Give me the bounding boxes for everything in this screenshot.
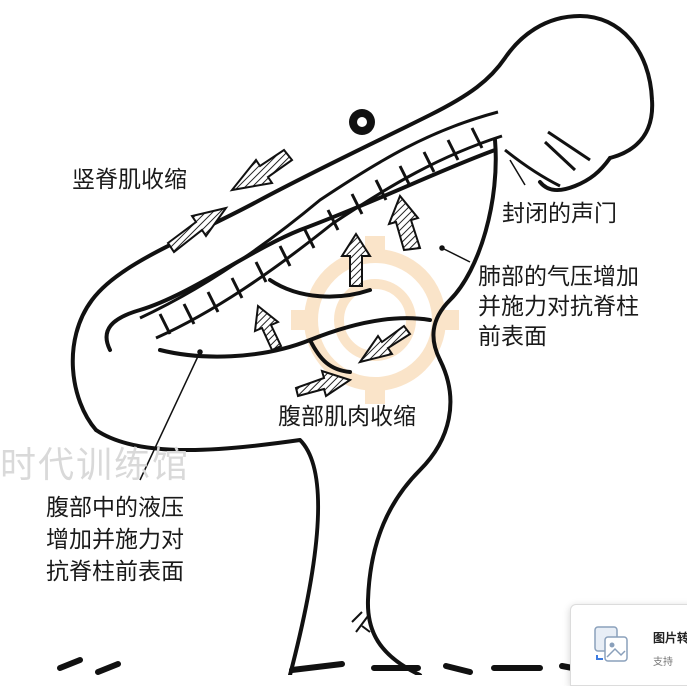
- popup-subtitle: 支持: [653, 657, 673, 668]
- leg-front-outline: [365, 358, 453, 675]
- leader-lung: [441, 247, 471, 263]
- popup-title: 图片转: [653, 631, 687, 645]
- label-abdominal-muscles: 腹部肌肉收缩: [278, 402, 416, 432]
- chest-outline: [431, 138, 498, 362]
- inner-cavity: [104, 148, 497, 352]
- leader-glottis: [509, 159, 526, 186]
- arrow-abdominal-bottom: [294, 369, 353, 398]
- knee-mark: [351, 611, 371, 633]
- arrow-lung-2: [340, 232, 372, 287]
- label-abdominal-pressure-line-3: 抗脊柱前表面: [46, 559, 184, 585]
- arrow-abdominal-front: [357, 324, 412, 364]
- face-outline: [538, 156, 612, 193]
- spine: [139, 110, 503, 340]
- back-outline: [70, 14, 655, 432]
- label-erector-spinae-line: 竖脊肌收缩: [72, 167, 187, 193]
- arrow-erector-upper: [229, 148, 294, 192]
- label-abdominal-pressure-line-1: 腹部中的液压: [46, 495, 184, 521]
- label-abdominal-pressure-line-2: 增加并施力对: [46, 527, 184, 553]
- arrow-lung-1: [387, 194, 422, 252]
- watermark-text: 时代训练馆: [0, 445, 191, 486]
- label-closed-glottis-line: 封闭的声门: [502, 201, 617, 227]
- label-lung-pressure-line-2: 并施力对抗脊柱: [478, 294, 639, 320]
- leg-back-outline: [94, 428, 321, 675]
- leader-abdomen: [139, 351, 201, 481]
- label-closed-glottis: 封闭的声门: [502, 199, 617, 229]
- image-convert-icon: [594, 626, 628, 662]
- body-outline: [70, 14, 655, 675]
- arrow-abdomen-up: [253, 304, 283, 352]
- arrow-erector-lower: [166, 206, 229, 254]
- label-erector-spinae: 竖脊肌收缩: [72, 165, 187, 195]
- back-dot: [349, 109, 375, 135]
- label-lung-pressure: 肺部的气压增加 并施力对抗脊柱 前表面: [478, 262, 639, 352]
- label-lung-pressure-line-3: 前表面: [478, 324, 547, 350]
- image-convert-popup[interactable]: 图片转 支持: [570, 604, 687, 686]
- glottis: [504, 130, 591, 188]
- label-abdominal-pressure: 腹部中的液压 增加并施力对 抗脊柱前表面: [46, 492, 184, 588]
- label-abdominal-muscles-line: 腹部肌肉收缩: [278, 404, 416, 430]
- label-lung-pressure-line-1: 肺部的气压增加: [478, 264, 639, 290]
- vertebra-segments: [158, 127, 484, 335]
- cropped-bottom-text: [57, 657, 597, 675]
